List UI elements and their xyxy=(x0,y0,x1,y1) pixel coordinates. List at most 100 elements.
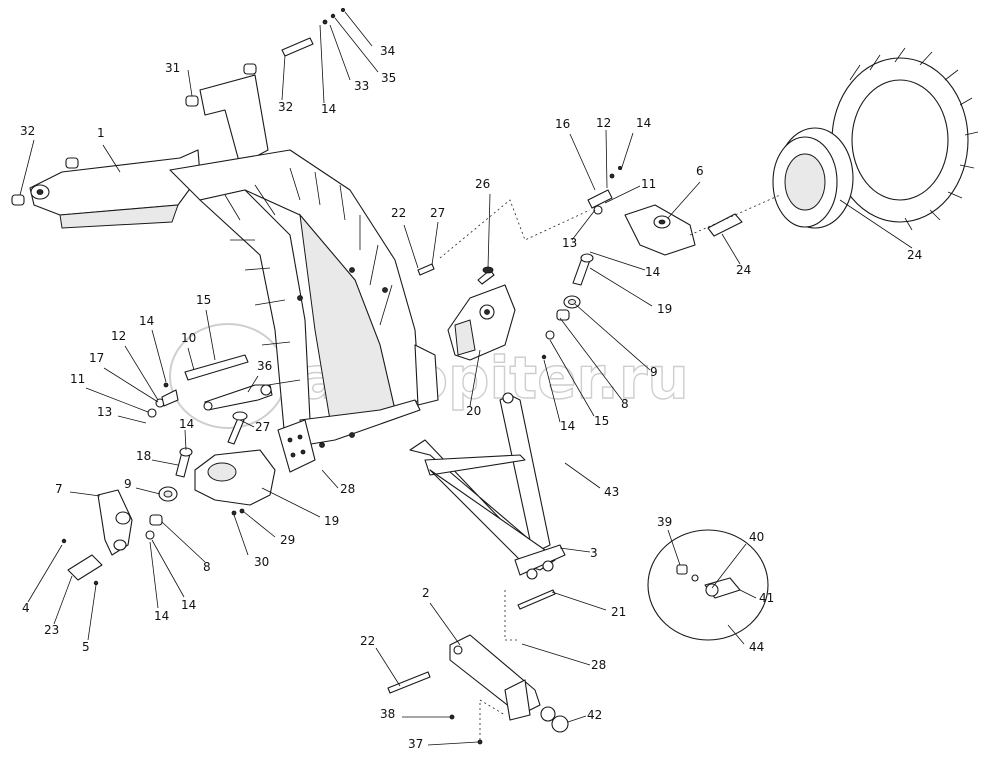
leader-line xyxy=(711,543,747,589)
pin-19-lower xyxy=(175,447,193,478)
callout-number: 31 xyxy=(165,61,180,75)
leader-line xyxy=(564,462,601,489)
hydraulic-cylinder xyxy=(184,354,273,411)
callout-number: 44 xyxy=(749,640,764,654)
leader-line xyxy=(261,487,321,518)
callout-number: 37 xyxy=(408,737,423,751)
callout-30: 30 xyxy=(233,514,269,569)
callout-15: 15 xyxy=(196,293,216,361)
callout-36: 36 xyxy=(247,359,272,393)
callout-number: 43 xyxy=(604,485,619,499)
callout-number: 26 xyxy=(475,177,490,191)
callout-number: 28 xyxy=(591,658,606,672)
leader-line xyxy=(19,139,35,196)
callout-number: 14 xyxy=(321,102,336,116)
callout-22: 22 xyxy=(391,206,419,269)
callout-number: 14 xyxy=(560,419,575,433)
callout-number: 34 xyxy=(380,44,395,58)
callout-number: 27 xyxy=(430,206,445,220)
bracket-21 xyxy=(447,266,516,361)
callout-number: 40 xyxy=(749,530,764,544)
leader-line xyxy=(431,221,439,266)
leader-line xyxy=(124,345,159,401)
leader-line xyxy=(187,69,193,97)
callout-5: 5 xyxy=(82,584,97,654)
leader-line xyxy=(184,429,187,451)
callout-number: 21 xyxy=(611,605,626,619)
callout-14: 14 xyxy=(149,541,169,623)
callout-33: 33 xyxy=(329,24,369,93)
callout-number: 38 xyxy=(380,707,395,721)
callout-13: 13 xyxy=(562,209,596,250)
leader-line xyxy=(559,317,623,401)
callout-number: 28 xyxy=(340,482,355,496)
callout-number: 16 xyxy=(555,117,570,131)
detail-46 xyxy=(647,529,769,641)
callout-4: 4 xyxy=(22,544,63,615)
callout-7: 7 xyxy=(55,482,101,497)
callout-layer: 1234567889910111112121313141414141414141… xyxy=(19,11,922,751)
callout-number: 23 xyxy=(44,623,59,637)
leader-line xyxy=(321,469,339,489)
leader-line xyxy=(605,129,608,189)
callout-number: 13 xyxy=(562,236,577,250)
leader-line xyxy=(117,415,147,424)
callout-21: 21 xyxy=(551,591,626,619)
callout-8: 8 xyxy=(161,521,211,574)
callout-32: 32 xyxy=(278,54,293,114)
leader-line xyxy=(102,144,121,173)
callout-number: 20 xyxy=(466,404,481,418)
callout-16: 16 xyxy=(555,117,596,191)
callout-number: 12 xyxy=(596,116,611,130)
leader-line xyxy=(87,584,97,641)
callout-37: 37 xyxy=(408,737,479,751)
leader-line xyxy=(247,375,259,393)
hitch-43 xyxy=(540,706,569,733)
callout-14: 14 xyxy=(589,251,660,279)
leader-line xyxy=(721,233,741,265)
callout-43: 43 xyxy=(564,462,619,499)
callout-19: 19 xyxy=(589,267,672,316)
callout-number: 15 xyxy=(196,293,211,307)
leader-line xyxy=(727,624,745,645)
parts-17-12-14 xyxy=(587,165,623,215)
callout-number: 27 xyxy=(255,420,270,434)
callout-number: 36 xyxy=(257,359,272,373)
callout-number: 9 xyxy=(124,477,132,491)
callout-number: 30 xyxy=(254,555,269,569)
leader-line xyxy=(319,24,325,104)
pin-33 xyxy=(281,7,345,57)
callout-1: 1 xyxy=(97,126,121,173)
pin-27-lower xyxy=(227,411,248,445)
callout-24: 24 xyxy=(721,233,751,277)
leader-line xyxy=(334,17,379,73)
leader-line xyxy=(375,647,401,687)
leader-line xyxy=(589,251,646,271)
callout-number: 42 xyxy=(587,708,602,722)
callout-20: 20 xyxy=(466,349,481,418)
callout-number: 32 xyxy=(278,100,293,114)
leader-line xyxy=(233,514,249,556)
wheel-26 xyxy=(772,47,979,231)
leader-line xyxy=(205,309,216,361)
callout-number: 14 xyxy=(636,116,651,130)
leader-line xyxy=(429,602,461,646)
callout-12: 12 xyxy=(596,116,611,189)
callout-14: 14 xyxy=(319,24,336,116)
callout-12: 12 xyxy=(111,329,159,401)
callout-number: 33 xyxy=(354,79,369,93)
callout-11: 11 xyxy=(604,177,656,204)
callout-41: 41 xyxy=(739,589,774,605)
callout-number: 14 xyxy=(645,265,660,279)
callout-38: 38 xyxy=(380,707,450,721)
leader-line xyxy=(589,267,653,307)
leader-line xyxy=(427,741,479,746)
leader-line xyxy=(551,591,607,611)
callout-number: 41 xyxy=(759,591,774,605)
leader-line xyxy=(667,529,681,566)
leader-line xyxy=(620,132,634,171)
callout-number: 19 xyxy=(657,302,672,316)
pins-23-28 xyxy=(417,263,435,276)
leader-line xyxy=(69,491,101,497)
callout-28: 28 xyxy=(521,643,606,672)
